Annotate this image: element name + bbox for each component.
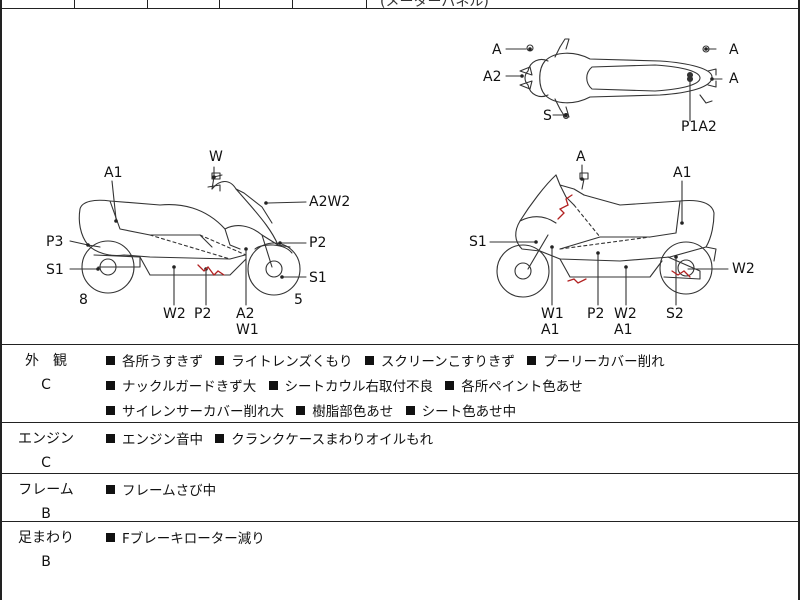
bullet-square-icon (106, 406, 115, 415)
condition-items: 各所うすきず ライトレンズくもり スクリーンこすりきず プーリーカバー削れ ナッ… (106, 350, 790, 425)
bullet-square-icon (106, 533, 115, 542)
diagram-label: P2 (309, 235, 327, 251)
diagram-label: 8 (79, 292, 88, 308)
header-cell-divider (147, 0, 148, 8)
bullet-square-icon (296, 406, 306, 415)
condition-row-engine: エンジン C エンジン音中 クランクケースまわりオイルもれ (0, 423, 800, 474)
condition-category: 外 観 C (0, 345, 92, 393)
diagram-label: 5 (294, 292, 303, 308)
condition-item: 各所ペイント色あせ (445, 379, 583, 395)
bullet-square-icon (106, 434, 115, 443)
category-name: 外 観 (25, 353, 67, 369)
leader-dots (86, 47, 714, 279)
header-partial-text: (メーターパネル) (380, 0, 489, 10)
condition-item: 各所うすきず (106, 354, 203, 370)
condition-item: エンジン音中 (106, 432, 203, 448)
header-cell-divider (74, 0, 75, 8)
diagram-label: P2 (587, 306, 605, 322)
header-strip: (メーターパネル) (0, 0, 800, 10)
diagram-label: A2 (236, 306, 255, 322)
condition-category: フレーム B (0, 474, 92, 522)
diagram-label: S2 (666, 306, 684, 322)
diagram-label: W2 (614, 306, 637, 322)
diagram-label: A (492, 42, 502, 58)
category-grade: B (41, 554, 51, 570)
condition-item: サイレンサーカバー削れ大 (106, 404, 284, 420)
header-cell-divider (366, 0, 367, 8)
diagram-label: A1 (673, 165, 692, 181)
condition-category: 足まわり B (0, 522, 92, 570)
condition-row-suspension: 足まわり B Fブレーキローター減り (0, 522, 800, 600)
bullet-square-icon (405, 406, 415, 415)
condition-row-frame: フレーム B フレームさび中 (0, 474, 800, 522)
diagram-label: W1 (236, 322, 259, 338)
diagram-label: A2 (483, 69, 502, 85)
condition-item: シート色あせ中 (405, 404, 516, 420)
diagram-label: P1A2 (681, 119, 717, 135)
leader-lines (69, 48, 729, 306)
condition-items: Fブレーキローター減り (106, 527, 790, 552)
category-grade: B (41, 506, 51, 522)
condition-item: ナックルガードきず大 (106, 379, 256, 395)
header-cell-divider (219, 0, 220, 8)
diagram-label: A1 (614, 322, 633, 338)
diagram-label: A1 (541, 322, 560, 338)
category-name: 足まわり (18, 530, 74, 546)
diagram-label: W (209, 149, 223, 165)
condition-item: スクリーンこすりきず (364, 354, 515, 370)
condition-row-exterior: 外 観 C 各所うすきず ライトレンズくもり スクリーンこすりきず プーリーカバ… (0, 345, 800, 423)
top-view-scooter (519, 38, 717, 120)
diagram-label: S1 (309, 270, 327, 286)
condition-item: プーリーカバー削れ (527, 354, 665, 370)
diagram-label: A (729, 71, 739, 87)
diagram-label: P2 (194, 306, 212, 322)
right-border (798, 0, 800, 600)
diagram-label: S1 (46, 262, 64, 278)
condition-items: フレームさび中 (106, 479, 790, 504)
condition-category: エンジン C (0, 423, 92, 471)
condition-item: クランクケースまわりオイルもれ (215, 432, 433, 448)
category-grade: C (41, 377, 51, 393)
bullet-square-icon (215, 434, 225, 443)
bullet-square-icon (445, 381, 455, 390)
left-view-scooter (78, 172, 301, 296)
diagram-label: S1 (469, 234, 487, 250)
right-view-scooter (496, 172, 717, 298)
damage-diagram: A A2 S A A P1A2 W A1 A2W2 P3 P2 S1 S1 8 … (0, 9, 800, 345)
diagram-label: W1 (541, 306, 564, 322)
bullet-square-icon (268, 381, 278, 390)
category-name: フレーム (18, 482, 74, 498)
category-name: エンジン (18, 431, 74, 447)
condition-item: Fブレーキローター減り (106, 531, 265, 547)
bullet-square-icon (527, 356, 537, 365)
diagram-label: W2 (163, 306, 186, 322)
bullet-square-icon (215, 356, 225, 365)
header-cell-divider (292, 0, 293, 8)
diagram-label: P3 (46, 234, 64, 250)
bullet-square-icon (106, 485, 115, 494)
diagram-label: A1 (104, 165, 123, 181)
left-border (0, 0, 2, 600)
category-grade: C (41, 455, 51, 471)
damage-marks (197, 194, 691, 284)
condition-item: 樹脂部色あせ (296, 404, 393, 420)
diagram-label: A2W2 (309, 194, 351, 210)
diagram-label: A (576, 149, 586, 165)
diagram-label: W2 (732, 261, 755, 277)
diagram-label: S (543, 108, 552, 124)
diagram-label: A (729, 42, 739, 58)
condition-item: ライトレンズくもり (215, 354, 353, 370)
condition-item: フレームさび中 (106, 483, 216, 499)
condition-items: エンジン音中 クランクケースまわりオイルもれ (106, 428, 790, 453)
motorcycle-diagram-svg (69, 38, 729, 306)
bullet-square-icon (106, 381, 115, 390)
condition-item: シートカウル右取付不良 (268, 379, 433, 395)
bullet-square-icon (106, 356, 115, 365)
bullet-square-icon (364, 356, 374, 365)
